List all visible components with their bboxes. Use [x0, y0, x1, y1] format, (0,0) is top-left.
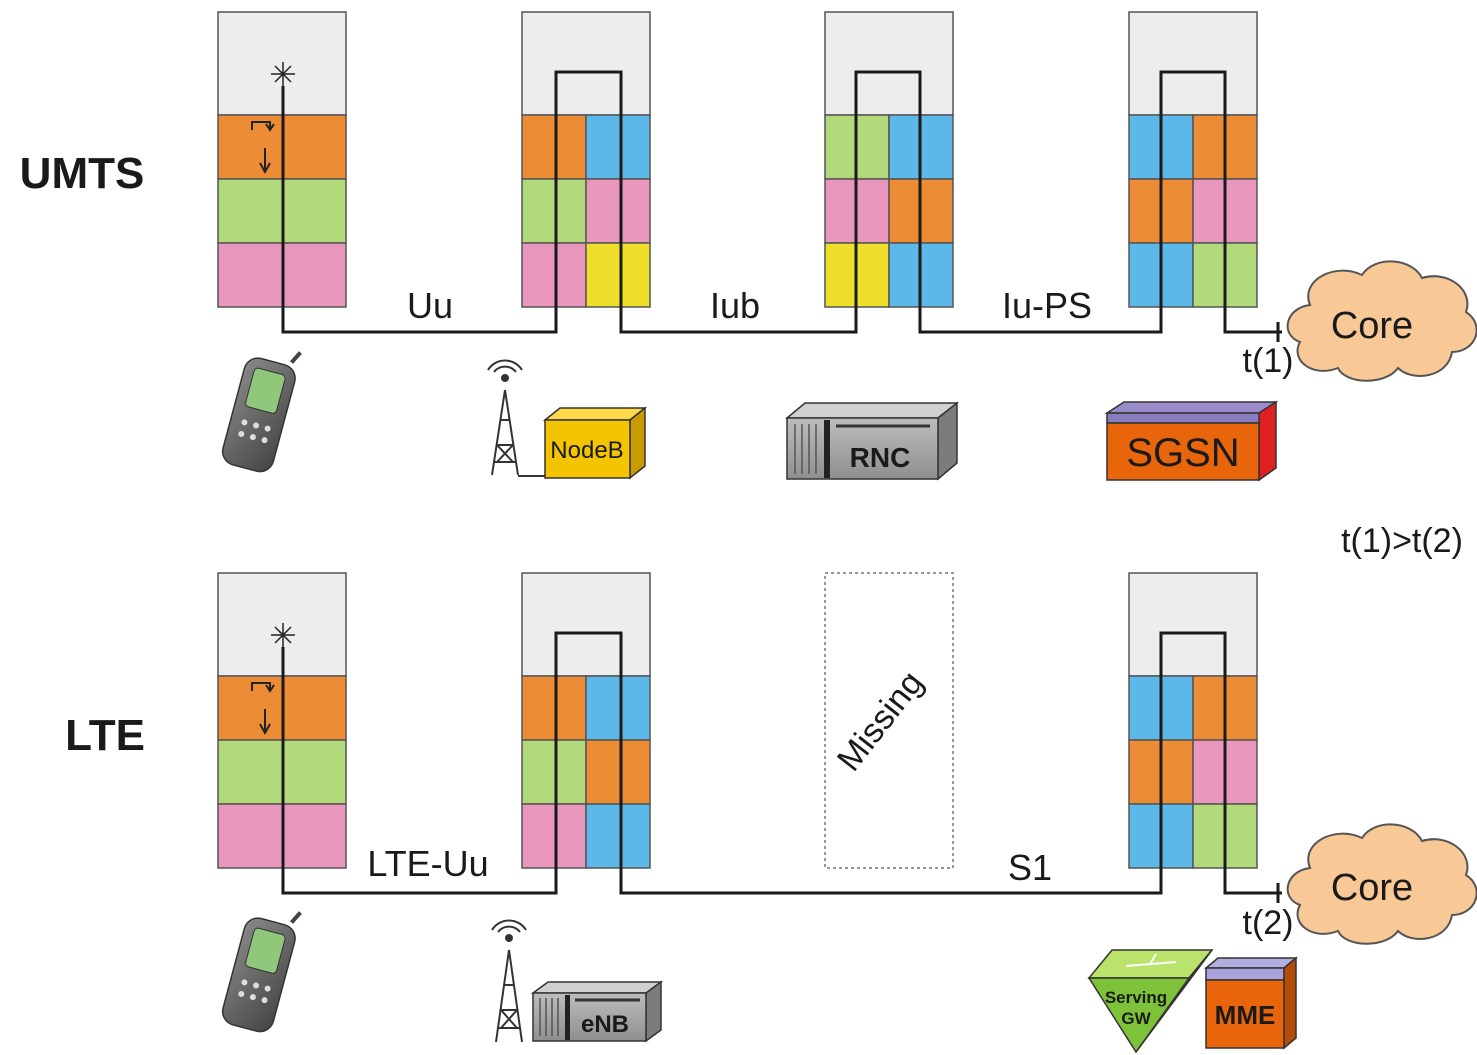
enb-rack-icon: eNB — [530, 980, 664, 1043]
nodeb-antenna-tower-icon — [487, 359, 548, 477]
lte-mobile-phone-icon — [221, 911, 302, 1033]
umts-mobile-phone-icon — [221, 351, 302, 473]
rnc-rack-icon: RNC — [784, 401, 960, 481]
lte-row-label: LTE — [65, 711, 145, 760]
sgsn-box-icon: SGSN — [1104, 400, 1279, 482]
umts-nodeb-protocol-stack — [521, 11, 651, 308]
mme-label: MME — [1215, 1000, 1276, 1030]
lte-uu-interface-label: LTE-Uu — [367, 843, 488, 884]
antenna-star-icon — [271, 62, 295, 86]
iu-ps-interface-label: Iu-PS — [1002, 285, 1092, 326]
s1-interface-label: S1 — [1008, 847, 1052, 888]
nodeb-box: NodeB — [542, 406, 648, 480]
umts-signal-path — [281, 70, 1282, 334]
umts-row-label: UMTS — [20, 149, 145, 198]
enb-antenna-tower-icon — [491, 919, 527, 1043]
umts-sgsn-protocol-stack — [1128, 11, 1258, 308]
lte-signal-path — [281, 631, 1282, 895]
loopback-arrows-icon — [251, 682, 275, 736]
rnc-label: RNC — [850, 442, 911, 473]
lte-core-cloud: Core — [1286, 823, 1477, 945]
sgsn-label: SGSN — [1126, 431, 1239, 475]
serving-gw-icon: Serving GW — [1087, 949, 1214, 1054]
umts-rnc-protocol-stack — [824, 11, 954, 308]
t1-label: t(1) — [1243, 342, 1294, 380]
lte-enb-protocol-stack — [521, 572, 651, 869]
uu-interface-label: Uu — [407, 285, 453, 326]
umts-core-cloud: Core — [1286, 260, 1477, 382]
iub-interface-label: Iub — [710, 285, 760, 326]
nodeb-label: NodeB — [550, 437, 623, 464]
antenna-star-icon — [271, 623, 295, 647]
lte-core-label: Core — [1331, 867, 1413, 909]
lte-gateway-protocol-stack — [1128, 572, 1258, 869]
umts-core-label: Core — [1331, 305, 1413, 347]
enb-label: eNB — [581, 1011, 629, 1038]
serving-gw-label-line1: Serving — [1105, 988, 1167, 1007]
t2-label: t(2) — [1243, 904, 1294, 942]
serving-gw-label-line2: GW — [1121, 1009, 1151, 1028]
time-comparison-label: t(1)>t(2) — [1341, 522, 1463, 560]
missing-rnc-placeholder: Missing — [824, 572, 954, 869]
loopback-arrows-icon — [251, 121, 275, 175]
mme-box-icon: MME — [1203, 956, 1299, 1050]
missing-label: Missing — [830, 664, 931, 778]
